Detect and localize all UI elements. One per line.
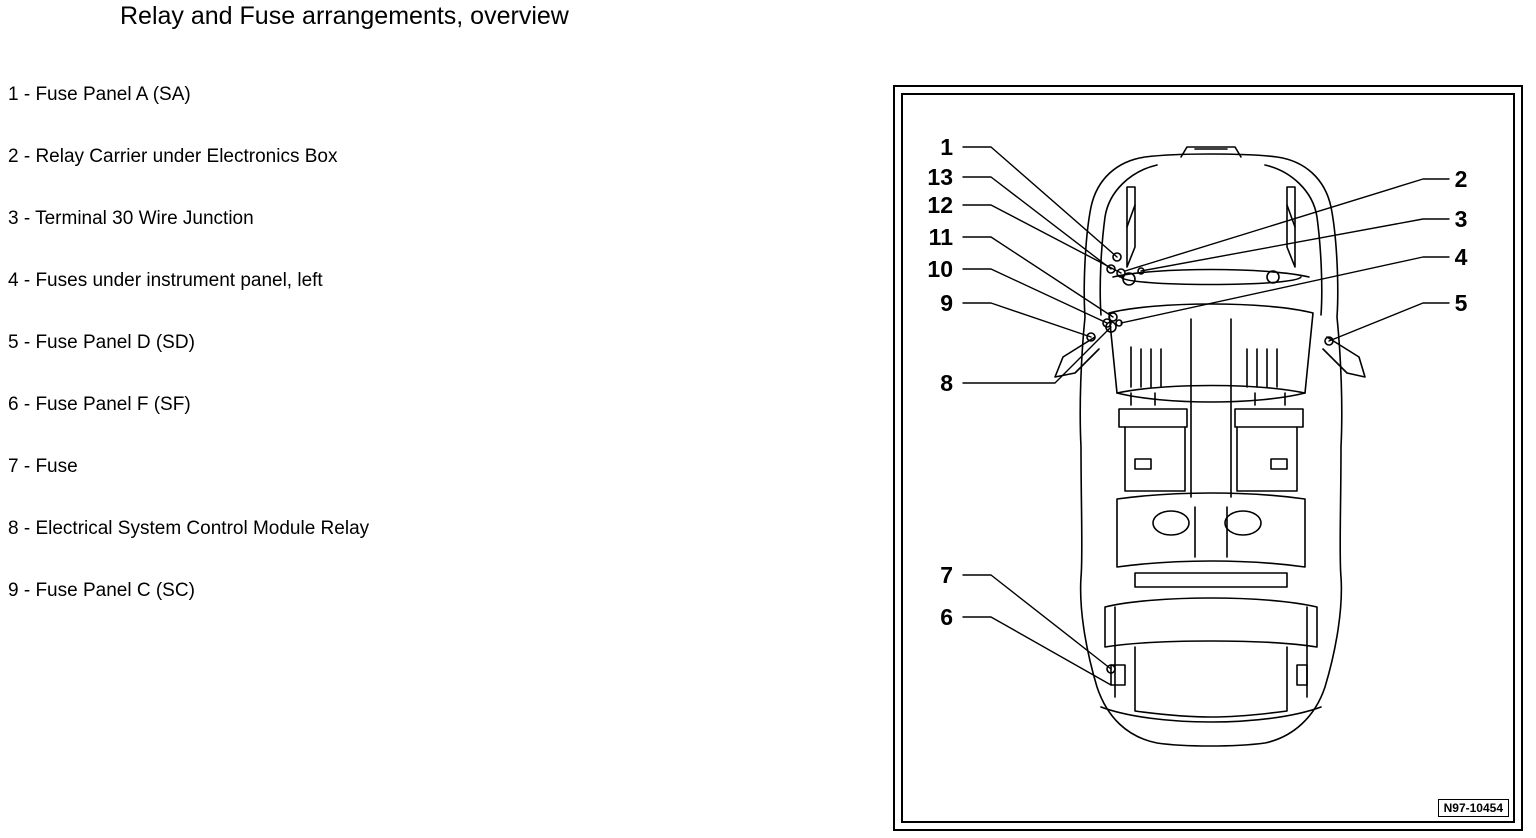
figure-id-label: N97-10454 (1437, 799, 1509, 817)
diagram-figure: 1 13 12 11 10 9 8 7 6 2 3 4 5 N97-10454 (893, 85, 1523, 831)
legend-item: 4 - Fuses under instrument panel, left (8, 270, 323, 291)
page-title: Relay and Fuse arrangements, overview (120, 2, 569, 30)
leader-11 (962, 236, 1114, 318)
legend-item: 7 - Fuse (8, 456, 78, 477)
callout-label-2: 2 (1455, 166, 1468, 192)
legend-item: 3 - Terminal 30 Wire Junction (8, 208, 254, 229)
legend-item: 8 - Electrical System Control Module Rel… (8, 518, 370, 539)
leader-10 (962, 268, 1108, 324)
leader-6 (962, 616, 1112, 686)
callout-label-1: 1 (940, 134, 953, 160)
car-outline (1054, 146, 1366, 747)
callout-labels: 1 13 12 11 10 9 8 7 6 2 3 4 5 (927, 134, 1467, 630)
leader-1 (962, 146, 1118, 258)
callout-label-11: 11 (929, 224, 954, 250)
leader-9 (962, 302, 1092, 338)
leader-2 (1124, 178, 1450, 272)
leader-8 (962, 326, 1112, 384)
callout-label-5: 5 (1455, 290, 1468, 316)
callout-label-3: 3 (1455, 206, 1468, 232)
leader-12 (962, 204, 1122, 274)
callout-label-12: 12 (927, 192, 953, 218)
car-diagram: 1 13 12 11 10 9 8 7 6 2 3 4 5 (927, 134, 1468, 747)
legend-item: 9 - Fuse Panel C (SC) (8, 580, 195, 601)
callout-label-9: 9 (940, 290, 953, 316)
leader-5 (1328, 302, 1450, 342)
callout-label-4: 4 (1455, 244, 1468, 270)
callout-label-7: 7 (940, 562, 953, 588)
legend-item: 6 - Fuse Panel F (SF) (8, 394, 191, 415)
legend-item: 5 - Fuse Panel D (SD) (8, 332, 195, 353)
legend-item: 2 - Relay Carrier under Electronics Box (8, 146, 338, 167)
legend-item: 1 - Fuse Panel A (SA) (8, 84, 191, 105)
leader-3 (1140, 218, 1450, 272)
diagram-frame (901, 93, 1515, 823)
legend-list: 1 - Fuse Panel A (SA) 2 - Relay Carrier … (8, 80, 369, 638)
callout-label-8: 8 (940, 370, 953, 396)
callout-label-10: 10 (927, 256, 953, 282)
callout-leaders (962, 146, 1450, 686)
leader-13 (962, 176, 1112, 270)
leader-4 (1120, 256, 1450, 324)
callout-label-6: 6 (940, 604, 953, 630)
callout-label-13: 13 (927, 164, 953, 190)
leader-7 (962, 574, 1112, 670)
